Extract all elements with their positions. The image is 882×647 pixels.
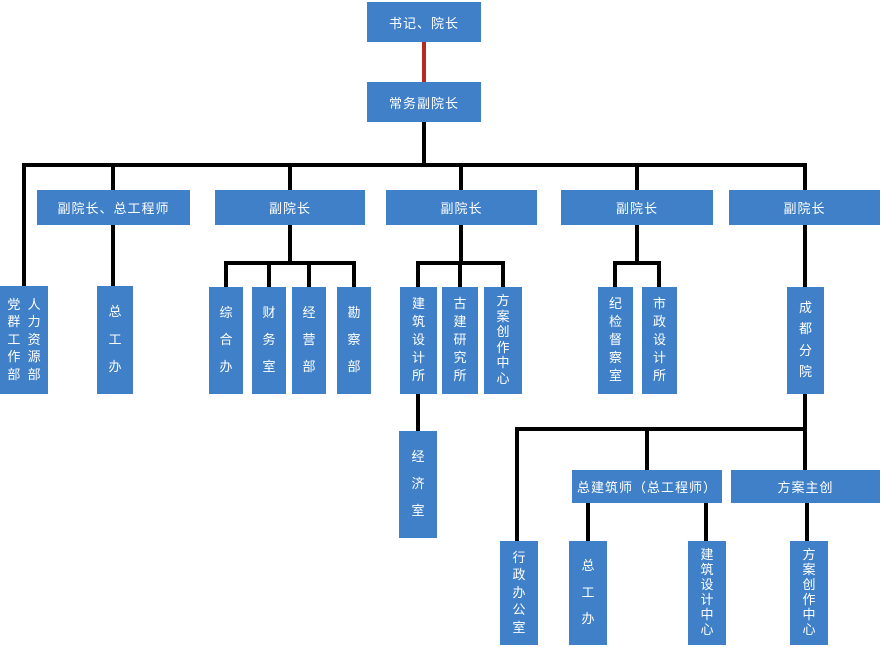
connector-drop-branch-chief-engineer-office — [586, 503, 590, 541]
node-vice-dean-2: 副院长 — [215, 190, 365, 225]
connector-drop-general-office — [224, 261, 228, 287]
connector-vp2-bus — [224, 261, 356, 265]
node-party-mass-and-hr-dept: 党群工作部 人力资源部 — [0, 286, 48, 394]
node-vice-dean-3: 副院长 — [386, 190, 537, 225]
node-scheme-lead: 方案主创 — [731, 470, 880, 503]
node-admin-office: 行政办公室 — [500, 541, 538, 645]
node-secretary-dean: 书记、院长 — [367, 2, 481, 42]
node-branch-chief-engineer-office: 总工办 — [569, 541, 607, 645]
connector-drop-chief-architect — [645, 427, 649, 470]
node-vice-dean-5: 副院长 — [729, 190, 880, 225]
node-branch-scheme-creation-center: 方案创作中心 — [790, 541, 828, 645]
connector-vp1-down — [111, 225, 115, 287]
connector-arch-institute-to-economics — [416, 394, 420, 431]
connector-vp4-down — [635, 225, 639, 265]
node-discipline-inspection-office: 纪检督察室 — [598, 287, 633, 394]
connector-drop-arch-design-center — [704, 503, 708, 541]
connector-vp5-down — [803, 225, 807, 287]
node-chief-architect: 总建筑师（总工程师） — [572, 470, 722, 503]
node-architecture-design-institute: 建筑设计所 — [400, 287, 437, 394]
connector-main-bus — [22, 163, 807, 167]
connector-vp2-down — [288, 225, 292, 265]
node-chief-engineer-office: 总工办 — [97, 286, 133, 394]
node-general-office: 综合办 — [209, 287, 243, 394]
connector-drop-operations-dept — [307, 261, 311, 287]
connector-drop-municipal-institute — [657, 261, 661, 287]
node-hr-dept-label: 人力资源部 — [27, 297, 41, 383]
connector-drop-arch-design-institute — [416, 261, 420, 287]
node-survey-dept: 勘察部 — [337, 287, 371, 394]
node-economics-office: 经济室 — [399, 431, 437, 538]
node-chengdu-branch: 成都分院 — [787, 287, 824, 394]
node-scheme-creation-center: 方案创作中心 — [484, 287, 522, 394]
connector-drop-vp1 — [111, 163, 115, 190]
node-vice-dean-chief-engineer: 副院长、总工程师 — [37, 190, 190, 225]
connector-chengdu-down — [803, 394, 807, 470]
connector-drop-vp2 — [288, 163, 292, 190]
connector-drop-ancient-arch-institute — [458, 261, 462, 287]
connector-vp3-down — [459, 225, 463, 265]
connector-drop-scheme-creation-center — [501, 261, 505, 287]
connector-drop-vp3 — [459, 163, 463, 190]
connector-drop-vp4 — [635, 163, 639, 190]
connector-secretary-to-exec-red — [422, 42, 426, 82]
connector-drop-branch-scheme-creation-center — [805, 503, 809, 541]
node-municipal-design-institute: 市政设计所 — [642, 287, 677, 394]
node-party-mass-dept-label: 党群工作部 — [7, 297, 21, 383]
connector-exec-down — [422, 122, 426, 167]
node-architecture-design-center: 建筑设计中心 — [688, 541, 726, 645]
connector-drop-survey-dept — [352, 261, 356, 287]
node-finance-office: 财务室 — [252, 287, 286, 394]
connector-chengdu-bus — [515, 427, 807, 431]
node-operations-dept: 经营部 — [292, 287, 326, 394]
node-ancient-architecture-institute: 古建研究所 — [442, 287, 478, 394]
connector-drop-finance-office — [267, 261, 271, 287]
node-vice-dean-4: 副院长 — [561, 190, 713, 225]
connector-drop-vp5 — [803, 163, 807, 190]
connector-vp4-bus — [613, 261, 661, 265]
connector-drop-discipline-office — [613, 261, 617, 287]
connector-drop-admin-office — [515, 427, 519, 541]
node-exec-vice-dean: 常务副院长 — [367, 82, 481, 122]
connector-drop-dept-dual — [22, 163, 26, 286]
